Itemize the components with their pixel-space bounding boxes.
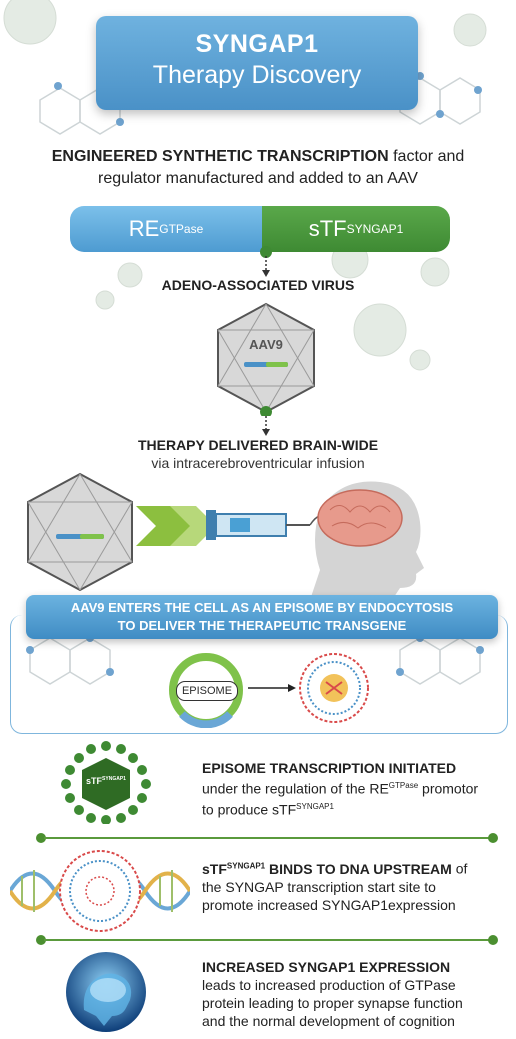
dna-binding-icon xyxy=(10,850,190,932)
connector-2 xyxy=(262,416,270,436)
cell-entry-banner: AAV9 ENTERS THE CELL AS AN EPISOME BY EN… xyxy=(26,595,498,639)
delivery-subtitle: via intracerebroventricular infusion xyxy=(151,455,365,471)
divider2 xyxy=(44,939,494,941)
step3-line3: protein leading to proper synapse functi… xyxy=(202,995,463,1011)
delivery-title: THERAPY DELIVERED BRAIN-WIDE xyxy=(137,437,379,453)
aav9-label: AAV9 xyxy=(249,337,283,352)
stf-protein-icon xyxy=(61,741,151,824)
divider2-dot-right xyxy=(488,935,498,945)
step1-title: EPISOME TRANSCRIPTION INITIATED xyxy=(202,760,457,776)
badge-sup: SYNGAP1 xyxy=(102,776,126,782)
episome-icon xyxy=(169,653,243,728)
divider2-dot-left xyxy=(36,935,46,945)
stf-sup: SYNGAP1 xyxy=(346,222,404,236)
step3-text: INCREASED SYNGAP1 EXPRESSION leads to in… xyxy=(202,958,502,1030)
step2-line3: promote increased SYNGAP1expression xyxy=(202,896,456,913)
step1-line2-sup: GTPase xyxy=(388,781,419,790)
nucleus-icon xyxy=(299,653,369,723)
step1-line3-a: to produce sTF xyxy=(202,801,297,818)
intro-text: ENGINEERED SYNTHETIC TRANSCRIPTION facto… xyxy=(20,146,496,190)
step2-line2: the SYNGAP transcription start site to xyxy=(202,878,436,895)
intro-line2: regulator manufactured and added to an A… xyxy=(98,170,418,187)
regulator-label: RE xyxy=(128,216,160,241)
step1-line2-a: under the regulation of the RE xyxy=(202,780,389,797)
cell-entry-line1: AAV9 ENTERS THE CELL AS AN EPISOME BY EN… xyxy=(70,600,454,615)
badge-main: sTF xyxy=(86,776,103,786)
title-sub: Therapy Discovery xyxy=(152,61,362,89)
episome-label: EPISOME xyxy=(176,681,238,701)
step2-text: sTFSYNGAP1 BINDS TO DNA UPSTREAM of the … xyxy=(202,857,502,914)
brain-scan-icon xyxy=(66,952,146,1032)
title-card: SYNGAP1 Therapy Discovery xyxy=(96,16,418,110)
step3-line4: and the normal development of cognition xyxy=(202,1013,455,1029)
cell-frame xyxy=(10,615,508,734)
intro-bold: ENGINEERED SYNTHETIC TRANSCRIPTION xyxy=(51,148,389,165)
arrow-to-nucleus xyxy=(248,684,296,692)
step2-title-c: of xyxy=(451,860,468,877)
divider1-dot-left xyxy=(36,833,46,843)
aav-title: ADENO-ASSOCIATED VIRUS xyxy=(161,277,355,293)
delivery-illustration xyxy=(27,472,424,600)
divider1 xyxy=(44,837,494,839)
step2-title-sup: SYNGAP1 xyxy=(226,861,266,870)
step1-text: EPISOME TRANSCRIPTION INITIATED under th… xyxy=(202,759,502,818)
step3-title: INCREASED SYNGAP1 EXPRESSION xyxy=(202,959,451,975)
step1-line2-b: promotor xyxy=(418,780,479,797)
step2-title-b: BINDS TO DNA UPSTREAM xyxy=(265,860,452,877)
intro-rest: factor and xyxy=(388,148,465,165)
regulator-sup: GTPase xyxy=(159,222,204,236)
cell-entry-line2: TO DELIVER THE THERAPEUTIC TRANSGENE xyxy=(117,618,407,633)
stf-badge-label: sTFSYNGAP1 xyxy=(82,776,130,786)
title-main: SYNGAP1 xyxy=(195,30,319,58)
aav9-capsid-icon xyxy=(217,302,315,416)
step1-line3-sup: SYNGAP1 xyxy=(296,801,334,811)
divider1-dot-right xyxy=(488,833,498,843)
stf-label: sTF xyxy=(308,216,347,241)
step2-title-a: sTF xyxy=(202,860,227,877)
connector-1 xyxy=(260,246,272,277)
step3-line2: leads to increased production of GTPase xyxy=(202,977,456,993)
